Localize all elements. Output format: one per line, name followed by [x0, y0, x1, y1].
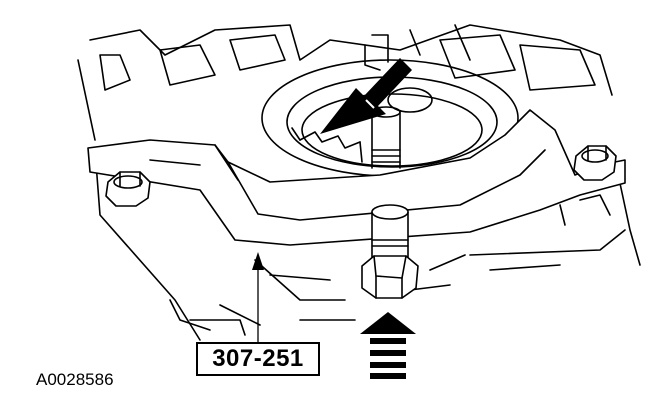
tool-number-label: 307-251: [212, 345, 304, 372]
forcing-screw: [361, 204, 419, 299]
left-mounting-bolt: [105, 171, 151, 207]
tightening-direction-arrow-icon: [360, 312, 416, 379]
right-mounting-bolt: [573, 145, 617, 181]
removal-direction-arrow-icon: [320, 58, 412, 134]
puller-bridge: [87, 109, 626, 246]
tool-number-callout: 307-251: [196, 342, 320, 376]
center-shaft: [371, 106, 401, 169]
leader-arrowhead: [252, 252, 264, 270]
figure-reference-id: A0028586: [36, 370, 114, 389]
